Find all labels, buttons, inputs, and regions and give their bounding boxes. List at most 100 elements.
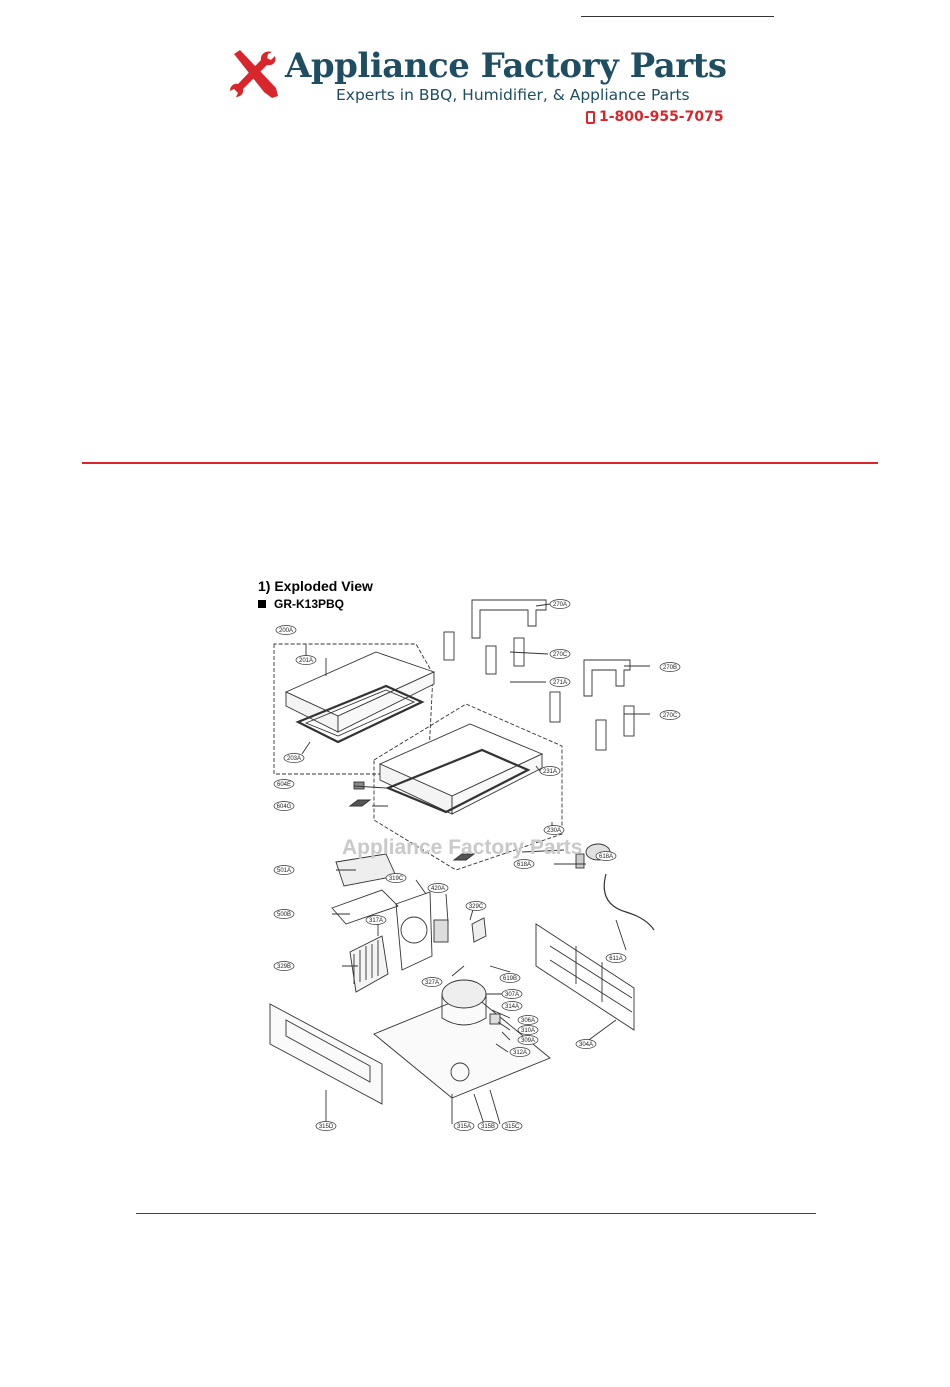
part-label: 231A bbox=[543, 769, 557, 775]
part-label: 270C bbox=[553, 652, 568, 658]
callout-bubble bbox=[659, 710, 681, 720]
callout-bubble bbox=[273, 909, 295, 919]
part-label: 329C bbox=[469, 904, 484, 910]
callout-bubble bbox=[427, 883, 449, 893]
part-label: 315A bbox=[457, 1124, 471, 1130]
callout-bubble bbox=[517, 1025, 539, 1035]
part-label: 315D bbox=[319, 1124, 334, 1130]
callout-bubble bbox=[517, 1035, 539, 1045]
callout-bubble bbox=[509, 1047, 531, 1057]
callout-bubble bbox=[543, 825, 565, 835]
hinge-bar-b bbox=[583, 659, 631, 697]
phone-icon bbox=[586, 110, 595, 124]
bullet-square-icon bbox=[258, 600, 266, 608]
part-callouts: 270A270C270B271A270C200A201A203A231A230A… bbox=[273, 599, 681, 1131]
part-label: 230A bbox=[547, 828, 561, 834]
gasket-upper bbox=[295, 684, 425, 744]
hinge-bar-a bbox=[471, 599, 547, 639]
callout-bubble bbox=[273, 801, 295, 811]
lid-outline bbox=[273, 643, 434, 775]
callout-bubble bbox=[295, 655, 317, 665]
part-label: 604G bbox=[277, 804, 292, 810]
back-panel-grid bbox=[549, 945, 633, 1013]
part-label: 618A bbox=[599, 854, 613, 860]
callout-bubble bbox=[517, 1015, 539, 1025]
filter-604g bbox=[348, 799, 372, 807]
motor-420a bbox=[433, 919, 449, 943]
callout-bubble bbox=[549, 677, 571, 687]
callout-bubble bbox=[273, 961, 295, 971]
part-label: 306A bbox=[521, 1018, 535, 1024]
part-label: 501A bbox=[277, 868, 291, 874]
part-label: 307A bbox=[505, 992, 519, 998]
callout-bubble bbox=[501, 989, 523, 999]
part-label: 618A bbox=[517, 862, 531, 868]
part-label: 500B bbox=[277, 912, 291, 918]
heatsink-329b bbox=[349, 935, 389, 993]
part-label: 319C bbox=[389, 876, 404, 882]
part-label: 604E bbox=[277, 782, 291, 788]
front-panel-315d bbox=[269, 1003, 383, 1105]
part-label: 611A bbox=[609, 956, 623, 962]
footer-rule bbox=[136, 1213, 816, 1214]
hinge-a1 bbox=[443, 631, 455, 661]
callout-bubble bbox=[421, 977, 443, 987]
callout-bubble bbox=[659, 662, 681, 672]
bracket-618a bbox=[575, 853, 585, 869]
brand-logo: Appliance Factory Parts Experts in BBQ, … bbox=[228, 46, 728, 128]
callout-bubble bbox=[477, 1121, 499, 1131]
compressor-307a bbox=[441, 979, 487, 1009]
gasket-upper-inner bbox=[304, 689, 416, 737]
part-label: 203A bbox=[287, 756, 301, 762]
lid-side bbox=[337, 671, 435, 733]
callout-bubble bbox=[513, 859, 535, 869]
callout-bubble bbox=[501, 1001, 523, 1011]
part-label: 315C bbox=[505, 1124, 520, 1130]
power-cord-611a bbox=[603, 873, 655, 931]
part-label: 312A bbox=[513, 1050, 527, 1056]
part-label: 619B bbox=[503, 976, 517, 982]
gasket-lower bbox=[385, 748, 531, 814]
callout-bubble bbox=[499, 973, 521, 983]
part-label: 200A bbox=[279, 628, 293, 634]
part-label: 309A bbox=[521, 1038, 535, 1044]
part-label: 314A bbox=[505, 1004, 519, 1010]
callout-bubble bbox=[595, 851, 617, 861]
part-label: 201A bbox=[299, 658, 313, 664]
front-panel-inner bbox=[285, 1019, 371, 1083]
part-label: 270B bbox=[663, 665, 677, 671]
callout-bubble bbox=[539, 766, 561, 776]
part-label: 270C bbox=[663, 713, 678, 719]
fan-housing-319c bbox=[395, 891, 433, 971]
vent-grille bbox=[450, 1062, 470, 1082]
base-tray bbox=[373, 993, 551, 1099]
leader-lines bbox=[301, 603, 650, 1125]
part-label: 327A bbox=[425, 980, 439, 986]
hinge-a2 bbox=[485, 645, 497, 675]
callout-bubble bbox=[453, 1121, 475, 1131]
part-label: 304A bbox=[579, 1042, 593, 1048]
callout-bubble bbox=[605, 953, 627, 963]
callout-bubble bbox=[549, 599, 571, 609]
watermark: Appliance Factory Parts bbox=[342, 836, 583, 859]
part-label: 315B bbox=[481, 1124, 495, 1130]
compressor-body bbox=[441, 994, 487, 1026]
diagram-title: 1) Exploded View bbox=[258, 578, 373, 594]
phone-number[interactable]: 1-800-955-7075 bbox=[586, 109, 724, 125]
phone-text: 1-800-955-7075 bbox=[599, 109, 724, 125]
diagram-model: GR-K13PBQ bbox=[258, 597, 344, 611]
filter-604e bbox=[353, 781, 365, 790]
fan-hole bbox=[400, 916, 428, 944]
callout-bubble bbox=[385, 873, 407, 883]
brand-tagline: Experts in BBQ, Humidifier, & Appliance … bbox=[336, 86, 690, 104]
callout-bubble bbox=[283, 753, 305, 763]
part-label: 317A bbox=[369, 918, 383, 924]
filter-604g-b bbox=[452, 853, 476, 861]
hinge-b3 bbox=[623, 705, 635, 737]
part-329c bbox=[471, 917, 487, 943]
part-label: 310A bbox=[521, 1028, 535, 1034]
callout-bubble bbox=[315, 1121, 337, 1131]
tools-icon bbox=[230, 50, 278, 98]
callout-bubble bbox=[465, 901, 487, 911]
callout-bubble bbox=[275, 625, 297, 635]
